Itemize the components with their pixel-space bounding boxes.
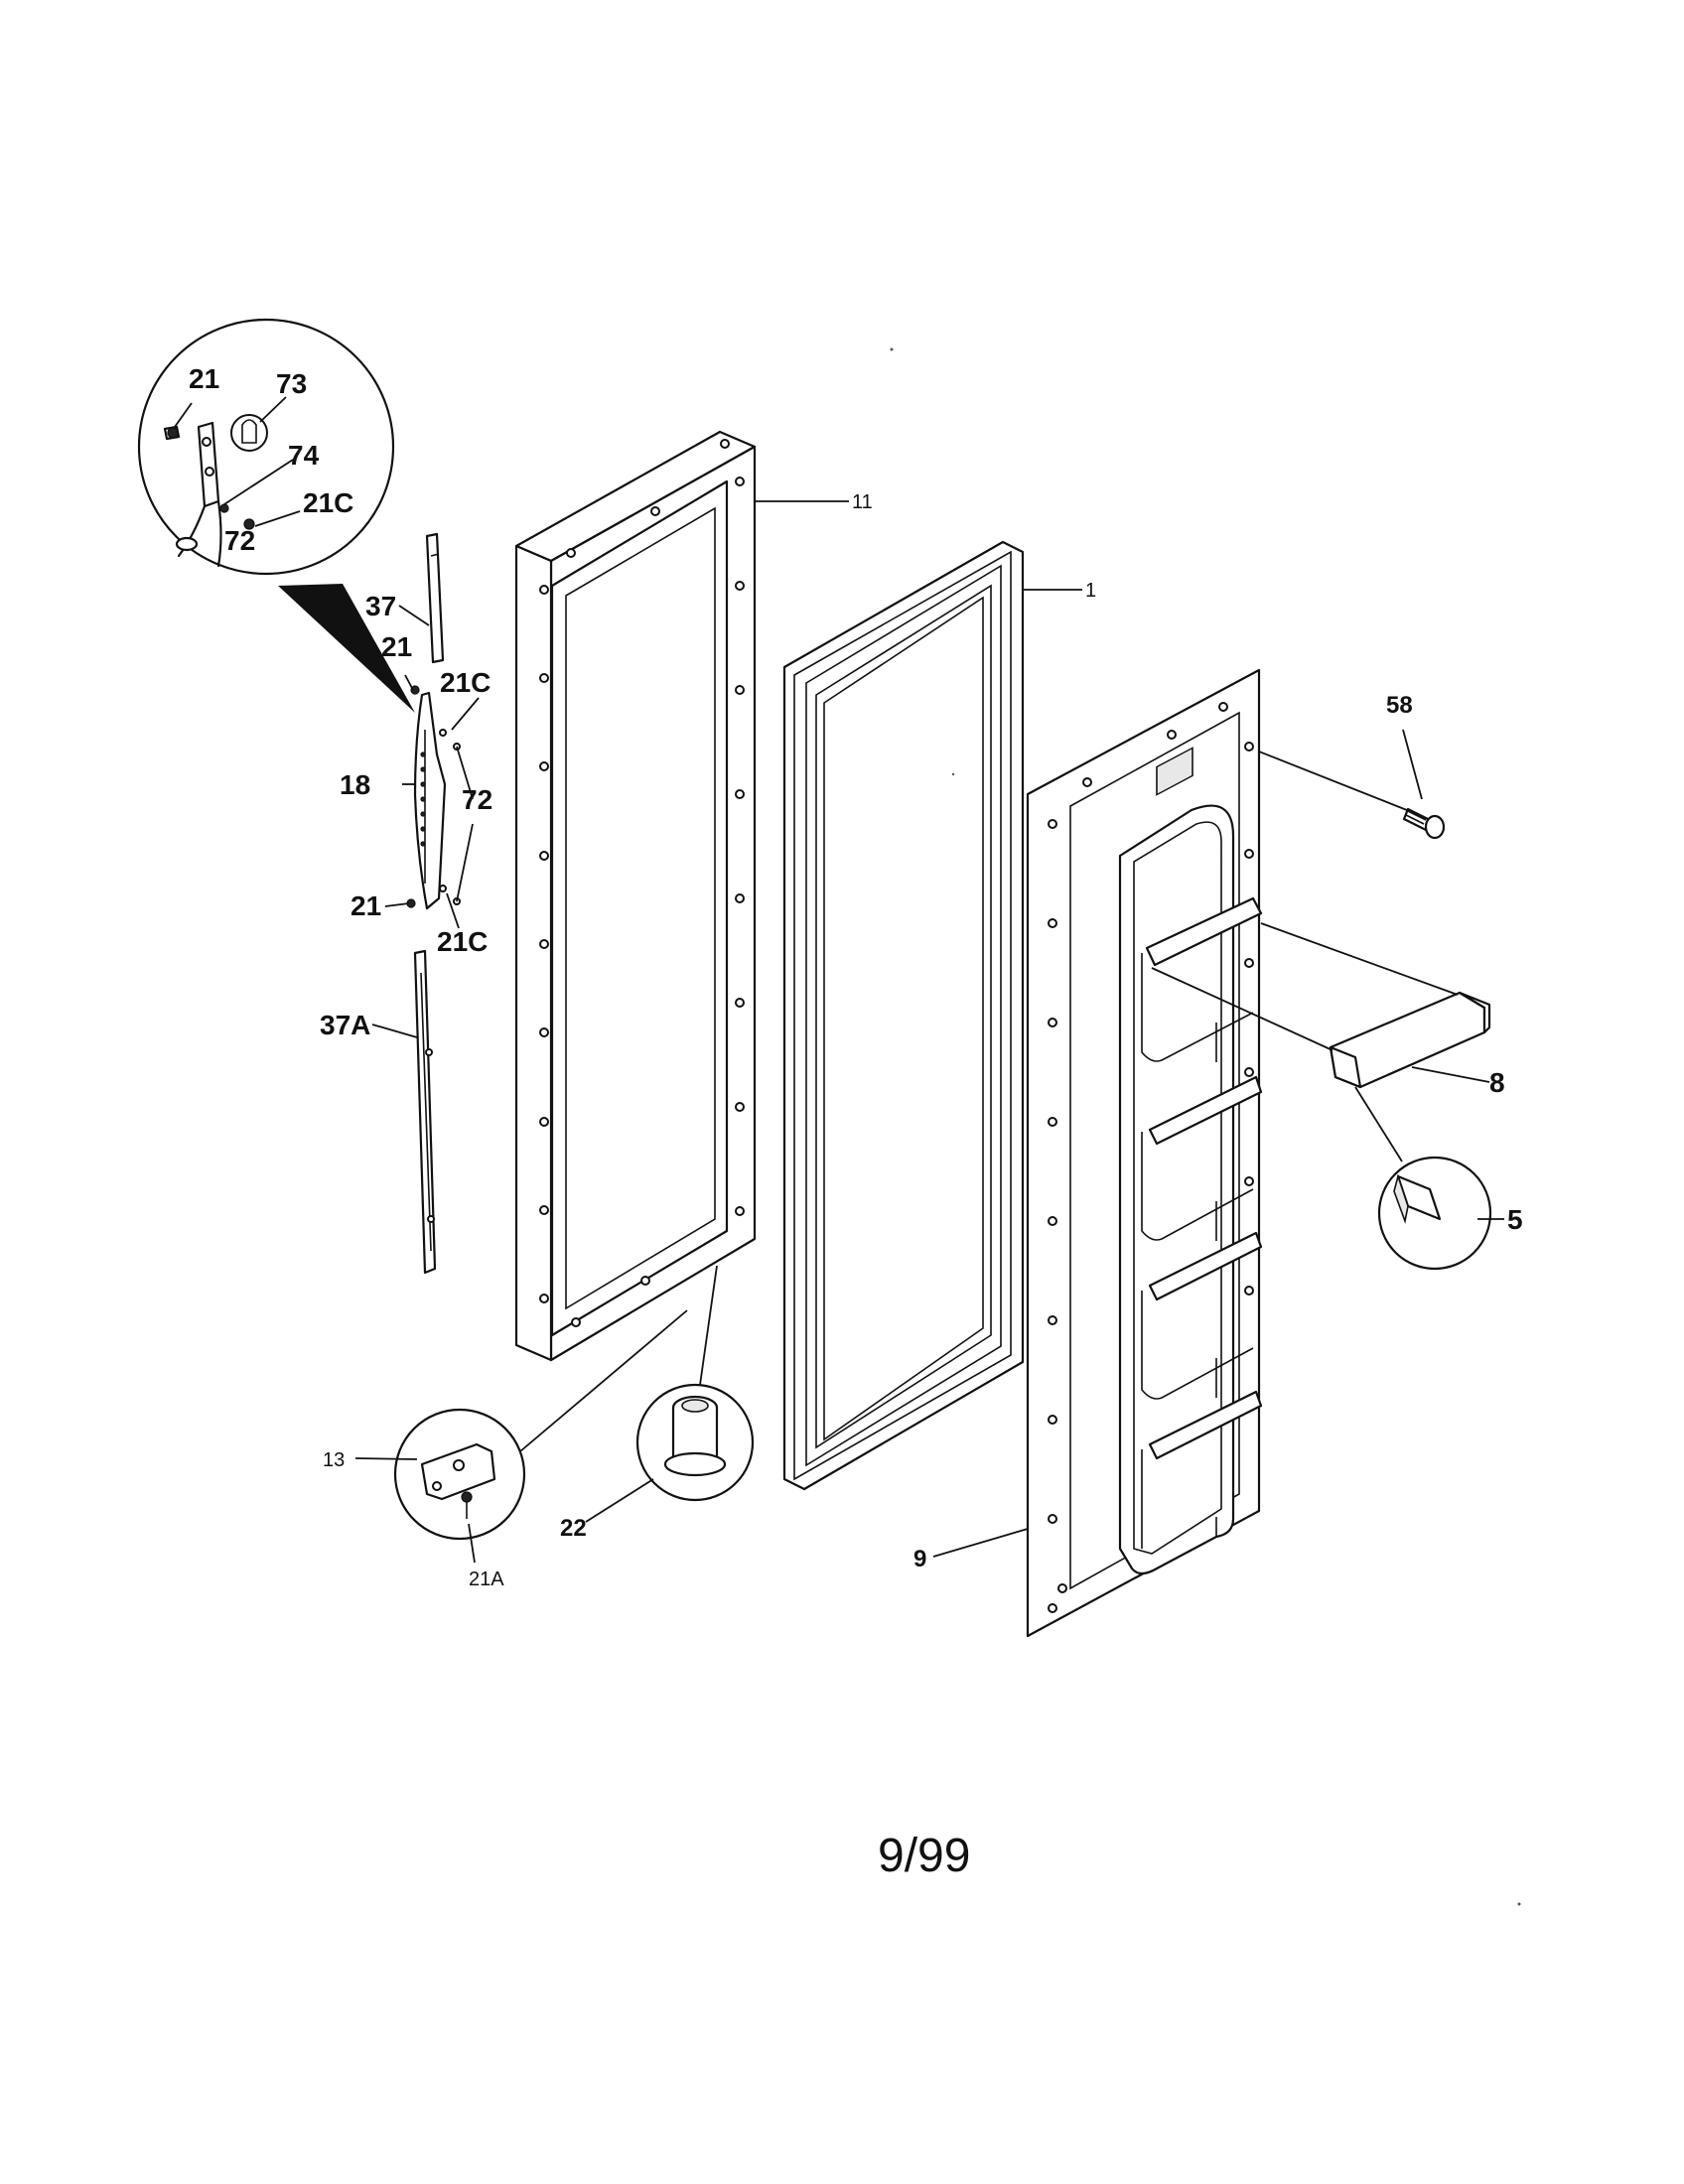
screw-part-58 <box>1258 751 1446 840</box>
page-code: 9/99 <box>878 1830 970 1882</box>
callout-18: 18 <box>340 769 370 800</box>
callout-13: 13 <box>323 1449 345 1471</box>
callout-21c-inset: 21C <box>303 487 353 518</box>
handle-trim-part-37a <box>413 949 437 1275</box>
shelf-retainer-part-8 <box>1151 922 1491 1089</box>
frame-holes <box>539 439 745 1327</box>
door-gasket-part-1 <box>782 540 1025 1491</box>
hinge-bracket-inset-part-13 <box>393 1309 688 1541</box>
callout-74: 74 <box>288 440 320 471</box>
callout-58: 58 <box>1386 692 1413 719</box>
callout-72-inset: 72 <box>224 525 255 556</box>
leader-lines <box>174 396 1504 1564</box>
door-shelves <box>1141 896 1263 1549</box>
callout-22: 22 <box>560 1515 587 1542</box>
callout-21-inset: 21 <box>189 363 219 394</box>
callout-labels: 21 73 74 21C 72 37 21 21C 18 72 21 21C 3… <box>189 363 1523 1590</box>
callout-21-lower: 21 <box>351 890 381 921</box>
callout-9: 9 <box>913 1546 926 1572</box>
callout-21-upper: 21 <box>381 631 412 662</box>
handle-part-18 <box>406 685 461 910</box>
callout-21a: 21A <box>469 1569 504 1590</box>
callout-11: 11 <box>852 491 873 513</box>
callout-37a: 37A <box>320 1010 370 1040</box>
callout-8: 8 <box>1489 1067 1505 1098</box>
callout-1: 1 <box>1085 580 1096 602</box>
door-frame-part-11 <box>514 430 757 1362</box>
callout-37: 37 <box>365 591 396 621</box>
callout-21c-upper: 21C <box>440 667 491 698</box>
callout-73: 73 <box>276 368 307 399</box>
shelf-clip-inset-part-5 <box>1354 1086 1492 1271</box>
callout-5: 5 <box>1507 1204 1523 1235</box>
callout-21c-lower: 21C <box>437 926 488 957</box>
handle-trim-part-37 <box>425 532 445 664</box>
bushing-inset-part-22 <box>635 1265 755 1502</box>
inner-door-liner-part-9 <box>1026 668 1263 1638</box>
callout-72-right: 72 <box>462 784 492 815</box>
handle-grip-dots <box>420 751 426 847</box>
liner-holes <box>1048 702 1254 1613</box>
hinge-detail-inset <box>137 318 415 713</box>
